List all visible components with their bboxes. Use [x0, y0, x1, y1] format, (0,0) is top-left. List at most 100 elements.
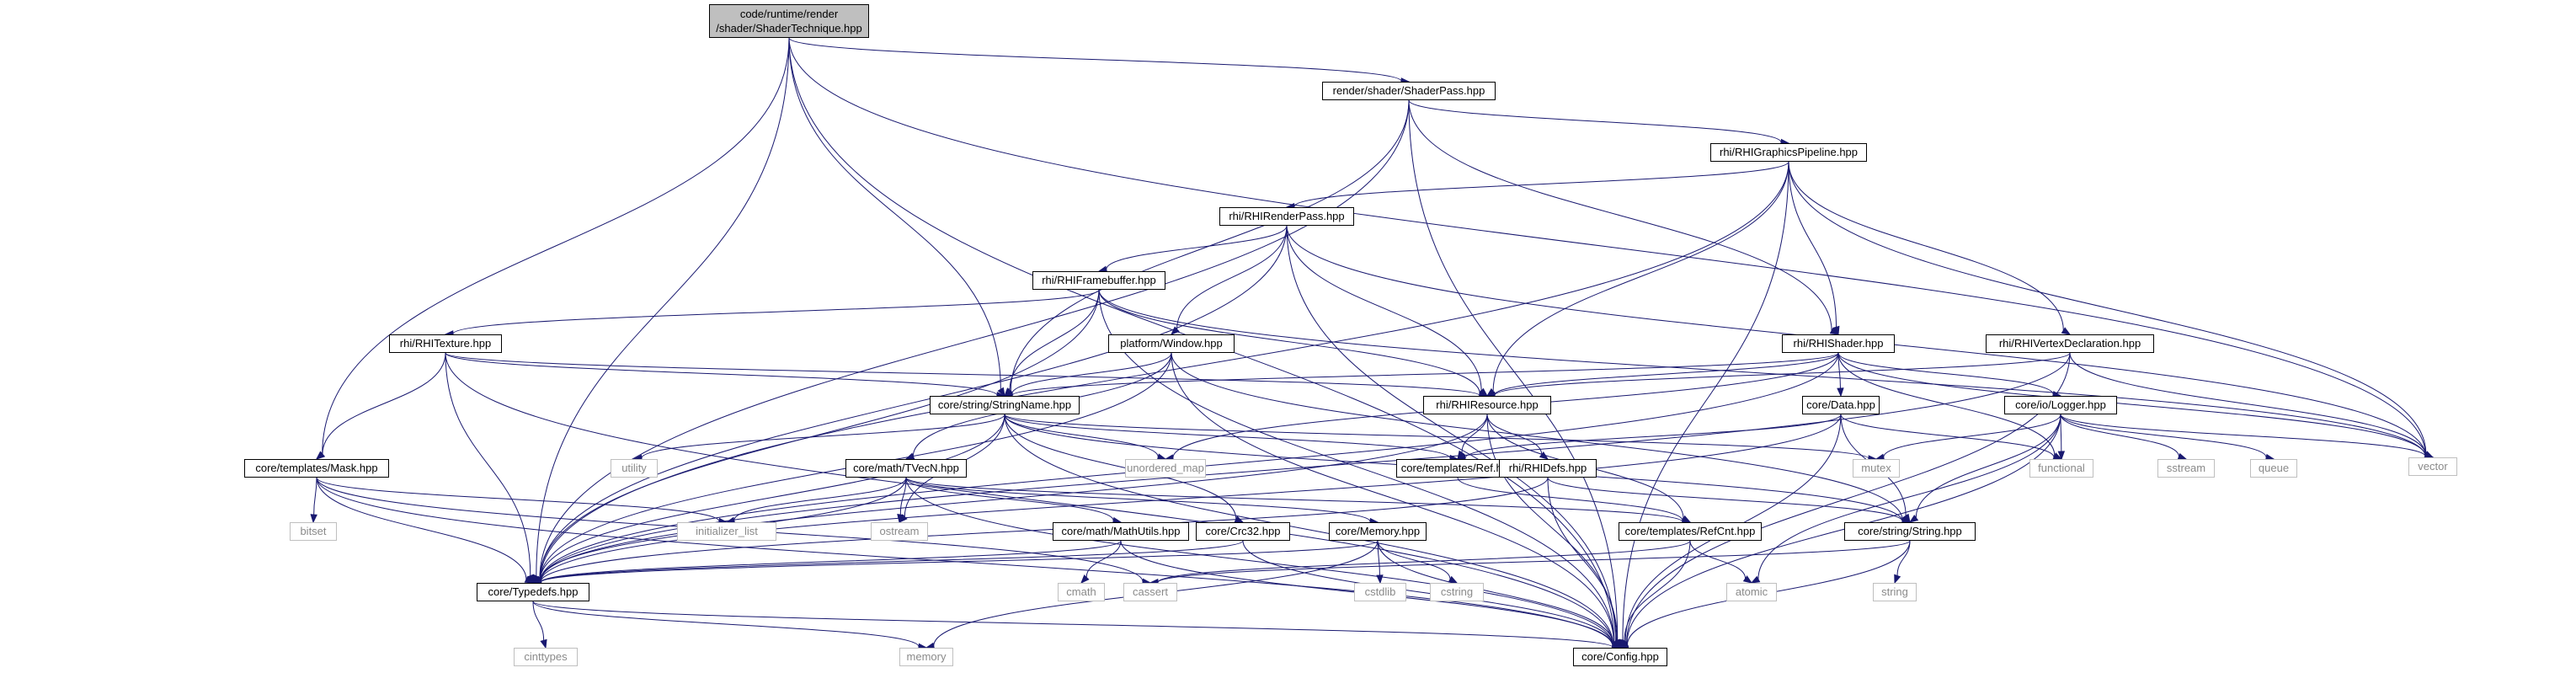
edge-texture-to-config [445, 352, 1613, 646]
node-vector: vector [2408, 457, 2457, 476]
node-renderpass[interactable]: rhi/RHIRenderPass.hpp [1219, 207, 1354, 226]
edge-tvecn-to-mathutils [905, 477, 1114, 521]
edge-typedefs-to-memory [532, 601, 920, 648]
node-ref[interactable]: core/templates/Ref.hpp [1396, 459, 1519, 478]
node-string[interactable]: core/string/String.hpp [1844, 522, 1976, 541]
node-cstdlib: cstdlib [1354, 583, 1406, 601]
arrowhead-logger-to-atomic [1750, 575, 1761, 584]
node-shaderpass[interactable]: render/shader/ShaderPass.hpp [1322, 82, 1496, 100]
node-mutex: mutex [1853, 459, 1900, 478]
edge-stringname-to-unordered_map [1004, 414, 1159, 457]
node-crc32[interactable]: core/Crc32.hpp [1196, 522, 1290, 541]
arrowhead-graphicspipeline-to-shader [1832, 325, 1840, 336]
edge-shaderpass-to-shader [1408, 99, 1832, 331]
edge-mask-to-typedefs [316, 477, 527, 580]
edge-graphicspipeline-to-shader [1788, 161, 1837, 328]
edge-vertexdecl-to-typedefs [540, 352, 2071, 582]
edge-logger-to-atomic [1757, 414, 2061, 580]
node-data[interactable]: core/Data.hpp [1802, 396, 1880, 414]
edge-typedefs-to-config [532, 601, 1613, 649]
node-memoryhpp[interactable]: core/Memory.hpp [1329, 522, 1427, 541]
node-mathutils[interactable]: core/math/MathUtils.hpp [1053, 522, 1189, 541]
edge-rhidefs-to-typedefs [540, 477, 1549, 583]
arrowhead-string-to-stringstd [1894, 574, 1901, 585]
node-rhidefs[interactable]: rhi/RHIDefs.hpp [1499, 459, 1597, 478]
node-memory: memory [899, 648, 953, 666]
node-refcnt[interactable]: core/templates/RefCnt.hpp [1619, 522, 1762, 541]
root-label-line2: /shader/ShaderTechnique.hpp [716, 22, 862, 35]
node-framebuffer[interactable]: rhi/RHIFramebuffer.hpp [1032, 271, 1165, 290]
edge-window-to-string [1171, 352, 1903, 521]
edge-tvecn-to-initializer_list [733, 477, 907, 521]
edge-root-to-vector [788, 37, 2426, 456]
arrowhead-memoryhpp-to-cstdlib [1376, 574, 1384, 585]
edge-graphicspipeline-to-renderpass [1293, 161, 1789, 207]
arrowhead-texture-to-mask [315, 451, 326, 460]
arrowhead-refcnt-to-atomic [1742, 575, 1753, 584]
edge-shader-to-stringname [1011, 352, 1839, 396]
arrowhead-resource-to-ref [1457, 450, 1465, 461]
edge-texture-to-typedefs [445, 352, 531, 576]
edge-logger-to-config [1626, 414, 2061, 644]
edge-data-to-typedefs [540, 414, 1842, 582]
node-initializer-list: initializer_list [677, 522, 776, 541]
edge-tvecn-to-refcnt [905, 477, 1683, 522]
edge-tvecn-to-ostream [899, 477, 907, 515]
edge-logger-to-queue [2060, 414, 2267, 458]
node-resource[interactable]: rhi/RHIResource.hpp [1423, 396, 1551, 414]
node-vertexdecl[interactable]: rhi/RHIVertexDeclaration.hpp [1986, 334, 2154, 353]
edge-mask-to-bitset [313, 477, 317, 515]
edge-root-to-shaderpass [788, 37, 1402, 82]
edge-framebuffer-to-resource [1098, 289, 1480, 394]
edge-texture-to-stringname [445, 352, 998, 396]
edge-framebuffer-to-stringname [1009, 289, 1100, 391]
node-mask[interactable]: core/templates/Mask.hpp [244, 459, 389, 478]
edge-stringname-to-mutex [1004, 414, 1869, 459]
edge-ref-to-refcnt [1457, 477, 1683, 521]
arrowhead-mask-to-bitset [310, 514, 317, 524]
edge-mask-to-initializer_list [316, 477, 720, 522]
edge-shader-to-logger [1837, 352, 2054, 395]
edge-graphicspipeline-to-vector [1788, 161, 2427, 455]
edge-shader-to-resource [1494, 352, 1839, 396]
edge-root-to-mask [322, 37, 790, 455]
edge-graphicspipeline-to-typedefs [540, 161, 1789, 581]
arrowhead-root-to-stringname [997, 387, 1005, 398]
edge-root-to-typedefs [536, 37, 790, 576]
edge-mathutils-to-cmath [1085, 540, 1122, 578]
edge-typedefs-to-cinttypes [532, 601, 545, 641]
edge-string-to-cassert [1157, 540, 1911, 583]
edge-root-to-stringname [788, 37, 1001, 390]
edge-renderpass-to-typedefs [539, 225, 1288, 580]
node-graphicspipeline[interactable]: rhi/RHIGraphicsPipeline.hpp [1710, 143, 1867, 162]
node-atomic: atomic [1726, 583, 1777, 601]
edge-rhidefs-to-string [1547, 477, 1903, 522]
edge-shaderpass-to-typedefs [539, 99, 1410, 580]
node-window[interactable]: platform/Window.hpp [1108, 334, 1235, 353]
edge-memoryhpp-to-config [1377, 540, 1614, 645]
edge-framebuffer-to-texture [452, 289, 1100, 334]
edge-window-to-stringname [1011, 352, 1172, 394]
edge-renderpass-to-resource [1286, 225, 1482, 392]
node-stringname[interactable]: core/string/StringName.hpp [930, 396, 1080, 414]
node-shader[interactable]: rhi/RHIShader.hpp [1782, 334, 1895, 353]
edge-texture-to-mask [322, 352, 446, 455]
edge-shader-to-functional [1837, 352, 2056, 457]
edge-vertexdecl-to-vector [2069, 352, 2426, 456]
node-texture[interactable]: rhi/RHITexture.hpp [389, 334, 502, 353]
arrowhead-data-to-string [1902, 513, 1911, 524]
node-config[interactable]: core/Config.hpp [1573, 648, 1667, 666]
node-logger[interactable]: core/io/Logger.hpp [2004, 396, 2117, 414]
node-functional: functional [2029, 459, 2093, 478]
edge-mask-to-config [316, 477, 1613, 647]
edge-logger-to-mutex [1883, 414, 2061, 458]
edge-mathutils-to-typedefs [540, 540, 1122, 583]
node-tvecn[interactable]: core/math/TVecN.hpp [845, 459, 967, 478]
edge-framebuffer-to-vector [1098, 289, 2426, 457]
arrowhead-logger-to-functional [2057, 451, 2066, 461]
edge-stringname-to-crc32 [1004, 414, 1237, 520]
node-typedefs[interactable]: core/Typedefs.hpp [477, 583, 589, 601]
edge-shader-to-vector [1837, 352, 2426, 457]
node-string-std: string [1873, 583, 1917, 601]
